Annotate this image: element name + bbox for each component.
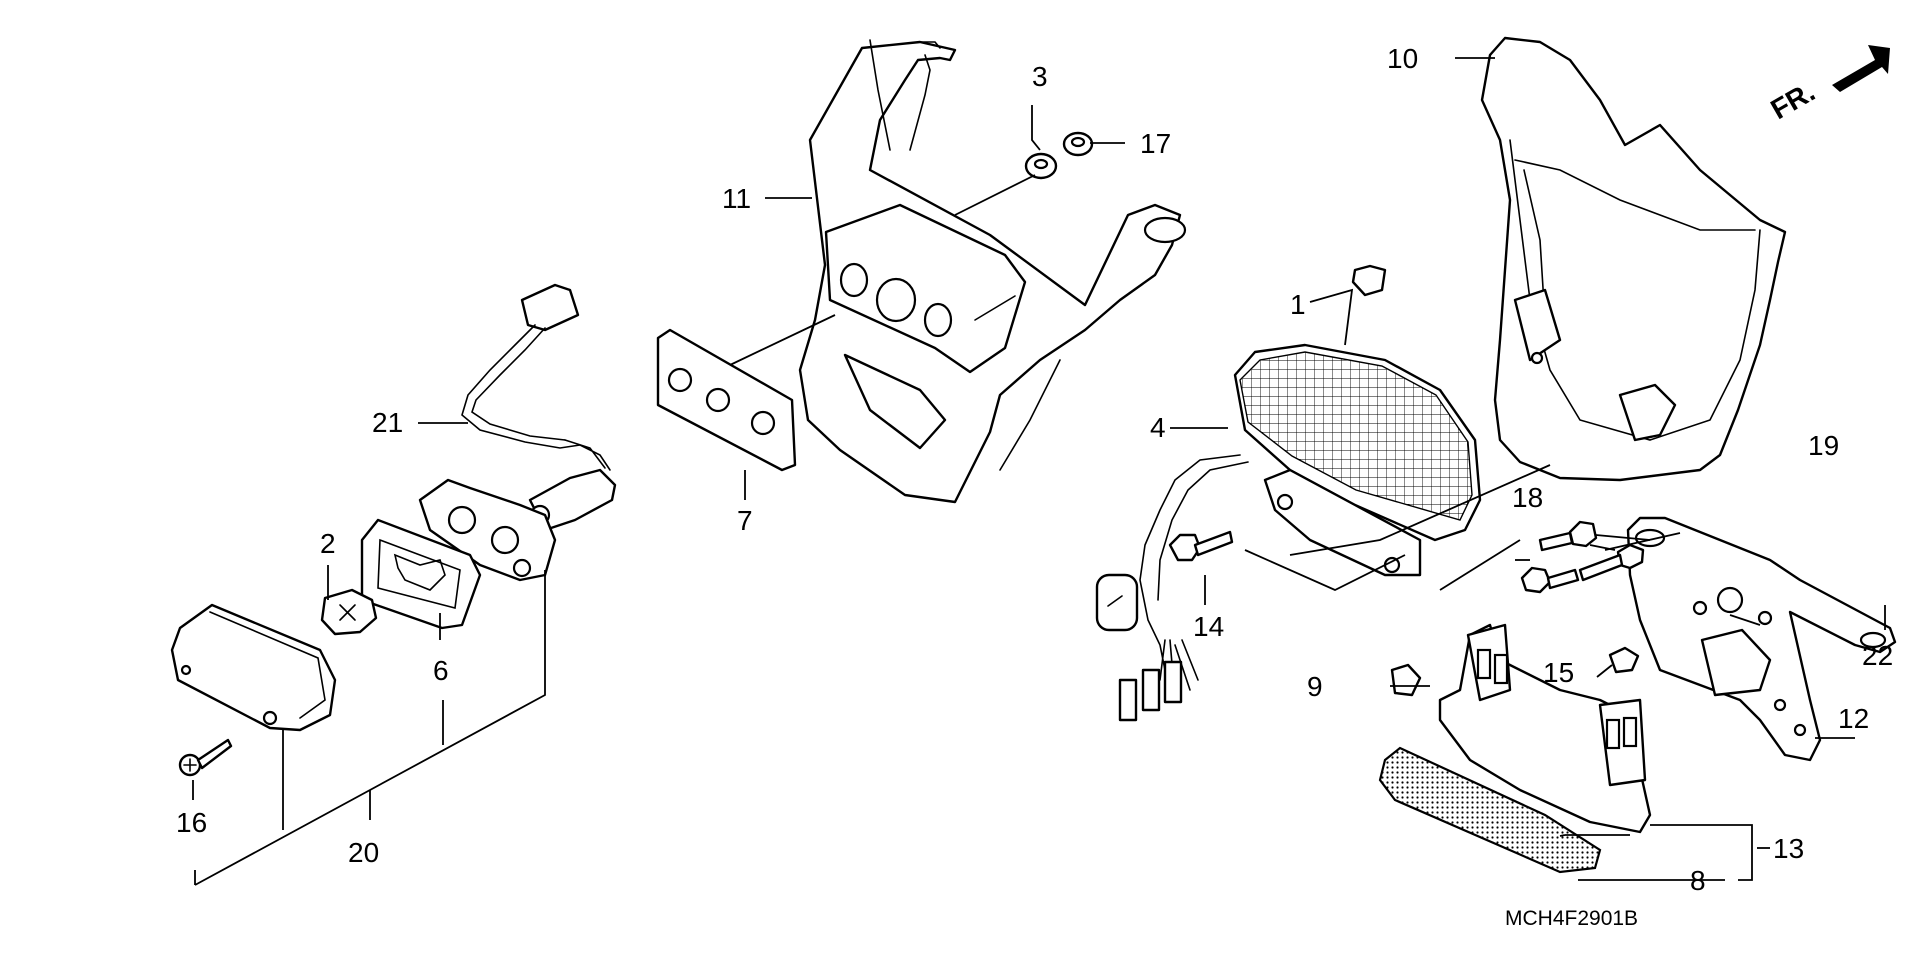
- bolt-part-19: [1538, 520, 1598, 552]
- label-part-12: 12: [1838, 703, 1869, 734]
- bolt-part-18: [1520, 566, 1580, 594]
- nut-part-15: [1608, 646, 1640, 674]
- front-label: FR.: [1766, 76, 1821, 125]
- label-part-11: 11: [722, 183, 751, 214]
- front-direction-indicator: FR.: [1766, 45, 1890, 125]
- label-part-22: 22: [1862, 640, 1893, 671]
- label-part-16: 16: [176, 807, 207, 838]
- callout-labels: 1 2 3 4 6 7 8 9 10 11 12 13 14 15 16 17 …: [176, 43, 1893, 896]
- grommet-part-3: [1024, 152, 1058, 180]
- plate-gasket-part-7: [656, 328, 797, 472]
- label-part-6: 6: [433, 655, 449, 686]
- label-part-17: 17: [1140, 128, 1171, 159]
- tail-light-part-4: [1095, 343, 1482, 722]
- socket-housing-part-20: [418, 478, 557, 582]
- gasket-part-6: [360, 518, 482, 630]
- lens-part-20: [170, 603, 337, 732]
- label-part-1: 1: [1290, 289, 1306, 320]
- label-part-21: 21: [372, 407, 403, 438]
- label-part-20: 20: [348, 837, 379, 868]
- clip-nut-part-9: [1390, 663, 1422, 697]
- bulb-part-2: [320, 588, 378, 636]
- label-part-19: 19: [1808, 430, 1839, 461]
- label-part-3: 3: [1032, 61, 1048, 92]
- label-part-10: 10: [1387, 43, 1418, 74]
- rear-cowl-part-10: [1480, 36, 1787, 482]
- front-arrow-icon: [1832, 45, 1890, 92]
- label-part-8: 8: [1690, 865, 1706, 896]
- leader-lines: [192, 57, 1886, 886]
- label-part-9: 9: [1307, 671, 1323, 702]
- label-part-14: 14: [1193, 611, 1224, 642]
- label-part-15: 15: [1543, 657, 1574, 688]
- label-part-7: 7: [737, 505, 753, 536]
- plate-holder-part-13: [1438, 623, 1652, 834]
- nut-part-17: [1062, 131, 1094, 157]
- label-part-18: 18: [1512, 482, 1543, 513]
- label-part-2: 2: [320, 528, 336, 559]
- label-part-13: 13: [1773, 833, 1804, 864]
- bolt-part-1: [1351, 264, 1387, 297]
- bolt-part-14: [1168, 530, 1234, 562]
- rear-fender-part-11: [798, 39, 1187, 504]
- label-part-4: 4: [1150, 412, 1166, 443]
- reflector-part-8: [1378, 746, 1602, 874]
- diagram-code: MCH4F2901B: [1505, 907, 1638, 930]
- screw-part-16: [178, 738, 233, 777]
- bracket-part-12: [1626, 516, 1897, 762]
